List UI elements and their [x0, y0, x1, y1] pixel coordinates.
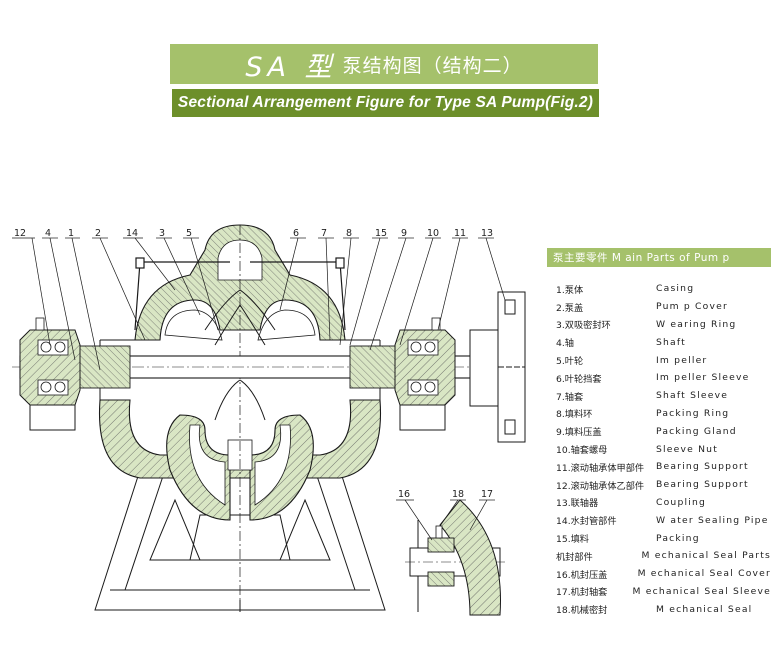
list-item: 机封部件 M echanical Seal Parts	[556, 547, 771, 565]
part-name-en: Im peller	[656, 354, 708, 366]
callout-4: 4	[45, 228, 51, 239]
casing-lower	[98, 399, 382, 521]
water-sealing-pipe	[134, 257, 346, 331]
list-item: 7.轴套 Shaft Sleeve	[556, 387, 771, 405]
part-name-cn: 9.填料压盖	[556, 427, 602, 439]
parts-list: 1.泵体 Casing 2.泵盖 Pum p Cover 3.双吸密封环 W earing…	[556, 280, 771, 618]
callout-3: 3	[159, 228, 165, 239]
callout-labels: 12 4 1 2 14 3 5 6 7 8 15 9 10 11 13 16 1…	[14, 228, 493, 500]
callout-2: 2	[95, 228, 101, 239]
list-item: 14.水封管部件 W ater Sealing Pipe	[556, 511, 771, 529]
list-item: 11.滚动轴承体甲部件 Bearing Support	[556, 458, 771, 476]
part-name-en: Packing Ring	[656, 407, 730, 419]
title-model: SA 型	[245, 51, 337, 83]
part-name-en: M echanical Seal Parts	[641, 550, 771, 562]
part-name-en: Sleeve Nut	[656, 443, 718, 455]
callout-6: 6	[293, 228, 299, 239]
title-chinese: 泵结构图（结构二）	[342, 54, 523, 77]
part-name-cn: 机封部件	[556, 551, 593, 563]
callout-14: 14	[126, 228, 138, 239]
part-name-cn: 7.轴套	[556, 391, 584, 403]
list-item: 4.轴 Shaft	[556, 333, 771, 351]
part-name-en: W earing Ring	[656, 318, 737, 330]
part-name-cn: 4.轴	[556, 338, 574, 350]
part-name-en: M echanical Seal Cover	[637, 568, 771, 580]
part-name-cn: 12.滚动轴承体乙部件	[556, 480, 645, 492]
parts-list-header: 泵主要零件 M ain Parts of Pum p	[547, 248, 771, 267]
part-name-cn: 8.填料环	[556, 409, 593, 421]
callout-12: 12	[14, 228, 26, 239]
list-item: 17.机封轴套 M echanical Seal Sleeve	[556, 583, 771, 601]
part-name-cn: 5.叶轮	[556, 356, 584, 368]
callout-15: 15	[375, 228, 387, 239]
part-name-cn: 13.联轴器	[556, 498, 599, 510]
callout-leaders	[12, 237, 506, 541]
bearing-support-right	[394, 317, 456, 431]
part-name-cn: 18.机械密封	[556, 605, 608, 617]
part-name-cn: 16.机封压盖	[556, 569, 608, 581]
list-item: 15.填料 Packing	[556, 529, 771, 547]
callout-1: 1	[68, 228, 74, 239]
part-name-cn: 10.轴套螺母	[556, 445, 608, 457]
list-item: 18.机械密封 M echanical Seal	[556, 600, 771, 618]
callout-10: 10	[427, 228, 439, 239]
list-item: 16.机封压盖 M echanical Seal Cover	[556, 565, 771, 583]
part-name-cn: 11.滚动轴承体甲部件	[556, 462, 645, 474]
list-item: 5.叶轮 Im peller	[556, 351, 771, 369]
part-name-en: Bearing Support	[656, 461, 749, 473]
callout-7: 7	[321, 228, 327, 239]
part-name-en: Pum p Cover	[656, 301, 728, 313]
part-name-en: Packing	[656, 532, 700, 544]
list-item: 8.填料环 Packing Ring	[556, 405, 771, 423]
callout-16: 16	[398, 489, 410, 500]
title-banner: SA 型 泵结构图（结构二）	[170, 44, 598, 84]
part-name-cn: 14.水封管部件	[556, 516, 617, 528]
part-name-cn: 6.叶轮挡套	[556, 373, 602, 385]
callout-11: 11	[454, 228, 466, 239]
callout-9: 9	[401, 228, 407, 239]
callout-17: 17	[481, 489, 493, 500]
parts-list-title: 泵主要零件 M ain Parts of Pum p	[553, 252, 730, 264]
part-name-cn: 17.机封轴套	[556, 587, 608, 599]
part-name-en: Bearing Support	[656, 479, 749, 491]
callout-8: 8	[346, 228, 352, 239]
part-name-en: M echanical Seal	[656, 603, 753, 615]
callout-5: 5	[186, 228, 192, 239]
part-name-en: Shaft	[656, 336, 686, 348]
part-name-en: Im peller Sleeve	[656, 372, 750, 384]
part-name-en: Casing	[656, 283, 695, 295]
list-item: 2.泵盖 Pum p Cover	[556, 298, 771, 316]
list-item: 6.叶轮挡套 Im peller Sleeve	[556, 369, 771, 387]
part-name-cn: 15.填料	[556, 534, 589, 546]
part-name-cn: 1.泵体	[556, 284, 584, 296]
coupling	[469, 291, 526, 443]
part-name-en: Packing Gland	[656, 425, 737, 437]
part-name-en: Shaft Sleeve	[656, 390, 729, 402]
part-name-en: W ater Sealing Pipe	[656, 514, 769, 526]
callout-13: 13	[481, 228, 493, 239]
casing-outline	[99, 225, 381, 600]
list-item: 13.联轴器 Coupling	[556, 494, 771, 512]
list-item: 3.双吸密封环 W earing Ring	[556, 316, 771, 334]
part-name-en: M echanical Seal Sleeve	[632, 585, 771, 597]
callout-18: 18	[452, 489, 464, 500]
subtitle-banner: Sectional Arrangement Figure for Type SA…	[172, 89, 599, 117]
list-item: 12.滚动轴承体乙部件 Bearing Support	[556, 476, 771, 494]
list-item: 1.泵体 Casing	[556, 280, 771, 298]
bearing-support-left	[19, 317, 81, 431]
mechanical-seal-detail	[405, 499, 505, 616]
list-item: 9.填料压盖 Packing Gland	[556, 422, 771, 440]
part-name-cn: 2.泵盖	[556, 302, 584, 314]
subtitle-english: Sectional Arrangement Figure for Type SA…	[177, 94, 594, 111]
part-name-cn: 3.双吸密封环	[556, 320, 611, 332]
part-name-en: Coupling	[656, 496, 707, 508]
list-item: 10.轴套螺母 Sleeve Nut	[556, 440, 771, 458]
